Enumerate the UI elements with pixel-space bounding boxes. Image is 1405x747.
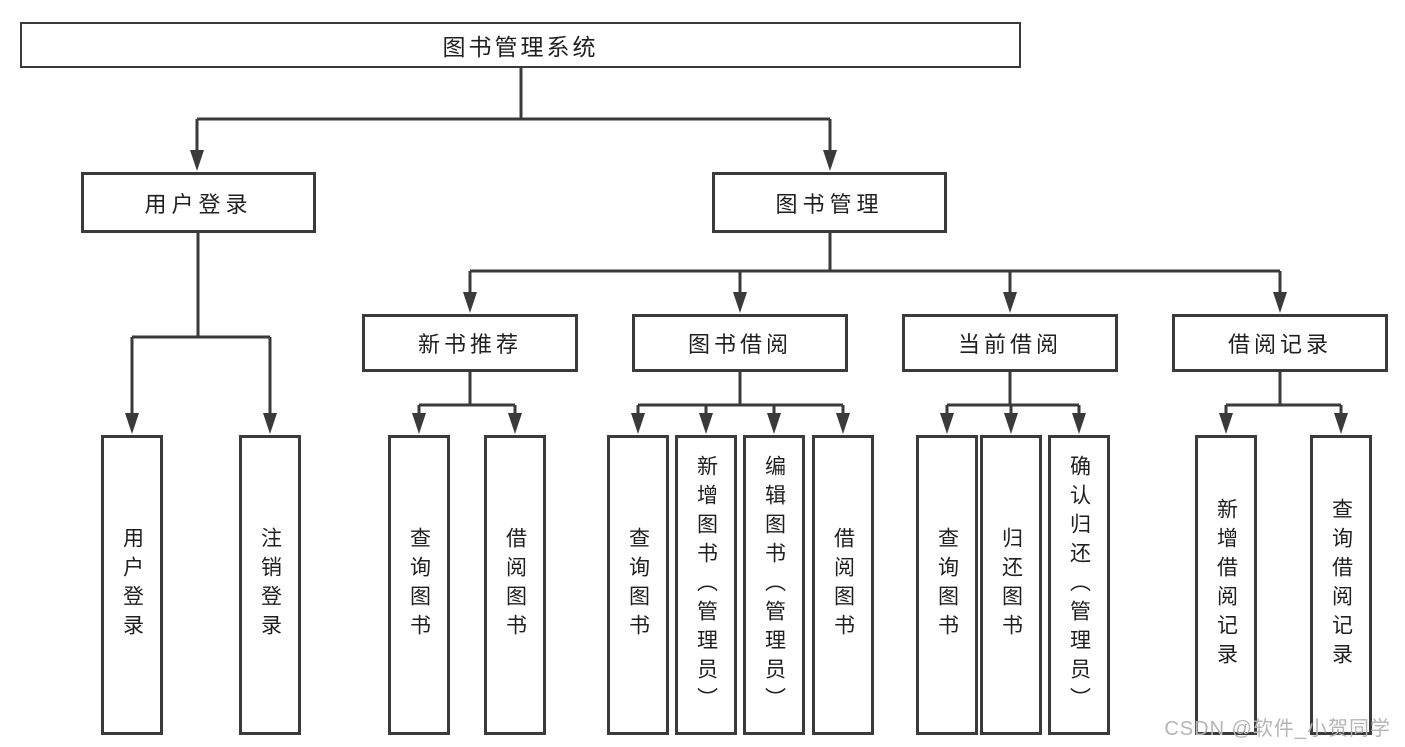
arrowhead-leaf-user-login <box>125 413 139 434</box>
node-label: 图书借阅 <box>687 332 792 357</box>
arrowhead-newbook <box>463 292 477 313</box>
leaf-label: 新增借阅记录 <box>1214 498 1238 672</box>
leaf-borrow-books-recommend: 借阅图书 <box>484 435 546 735</box>
node-label: 图书管理 <box>775 191 884 217</box>
leaf-label: 借阅图书 <box>831 527 855 643</box>
leaf-query-borrow-record: 查询借阅记录 <box>1310 435 1372 735</box>
leaf-label: 查询图书 <box>407 527 431 643</box>
node-label: 新书推荐 <box>417 332 522 357</box>
leaf-user-login: 用户登录 <box>101 435 163 735</box>
node-book-management-system: 图书管理系统 <box>20 22 1021 68</box>
leaf-label: 确认归还（管理员） <box>1067 454 1091 716</box>
leaf-label: 查询借阅记录 <box>1329 498 1353 672</box>
leaf-edit-books-admin: 编辑图书（管理员） <box>743 435 805 735</box>
leaf-add-borrow-record: 新增借阅记录 <box>1195 435 1257 735</box>
leaf-logout: 注销登录 <box>239 435 301 735</box>
leaf-query-books-current: 查询图书 <box>916 435 978 735</box>
leaf-return-books: 归还图书 <box>980 435 1042 735</box>
arrowhead-current <box>1003 292 1017 313</box>
node-new-book-recommend: 新书推荐 <box>362 314 578 372</box>
leaf-label: 查询图书 <box>626 527 650 643</box>
leaf-label: 借阅图书 <box>503 527 527 643</box>
leaf-label: 归还图书 <box>999 527 1023 643</box>
node-book-management: 图书管理 <box>712 172 947 233</box>
node-current-borrowing: 当前借阅 <box>902 314 1118 372</box>
arrowhead-user-login <box>190 150 204 171</box>
node-borrowing-records: 借阅记录 <box>1172 314 1388 372</box>
node-label: 用户登录 <box>144 191 253 217</box>
leaf-query-books-recommend: 查询图书 <box>388 435 450 735</box>
node-user-login: 用户登录 <box>81 172 316 233</box>
leaf-label: 编辑图书（管理员） <box>762 454 786 716</box>
node-label: 借阅记录 <box>1227 332 1332 357</box>
leaf-add-books-admin: 新增图书（管理员） <box>675 435 737 735</box>
node-book-borrowing: 图书借阅 <box>632 314 848 372</box>
arrowhead-records <box>1273 292 1287 313</box>
arrowhead-leaf-logout <box>263 413 277 434</box>
arrowhead-borrow <box>733 292 747 313</box>
leaf-label: 注销登录 <box>258 527 282 643</box>
leaf-label: 用户登录 <box>120 527 144 643</box>
leaf-confirm-return-admin: 确认归还（管理员） <box>1048 435 1110 735</box>
leaf-label: 查询图书 <box>935 527 959 643</box>
arrowhead-book-mgmt <box>823 150 837 171</box>
node-label: 图书管理系统 <box>442 34 599 60</box>
csdn-watermark: CSDN @软件_小贺同学 <box>1164 718 1391 740</box>
node-label: 当前借阅 <box>957 332 1062 357</box>
leaf-borrow-books: 借阅图书 <box>812 435 874 735</box>
leaf-label: 新增图书（管理员） <box>694 454 718 716</box>
leaf-query-books-borrow: 查询图书 <box>607 435 669 735</box>
